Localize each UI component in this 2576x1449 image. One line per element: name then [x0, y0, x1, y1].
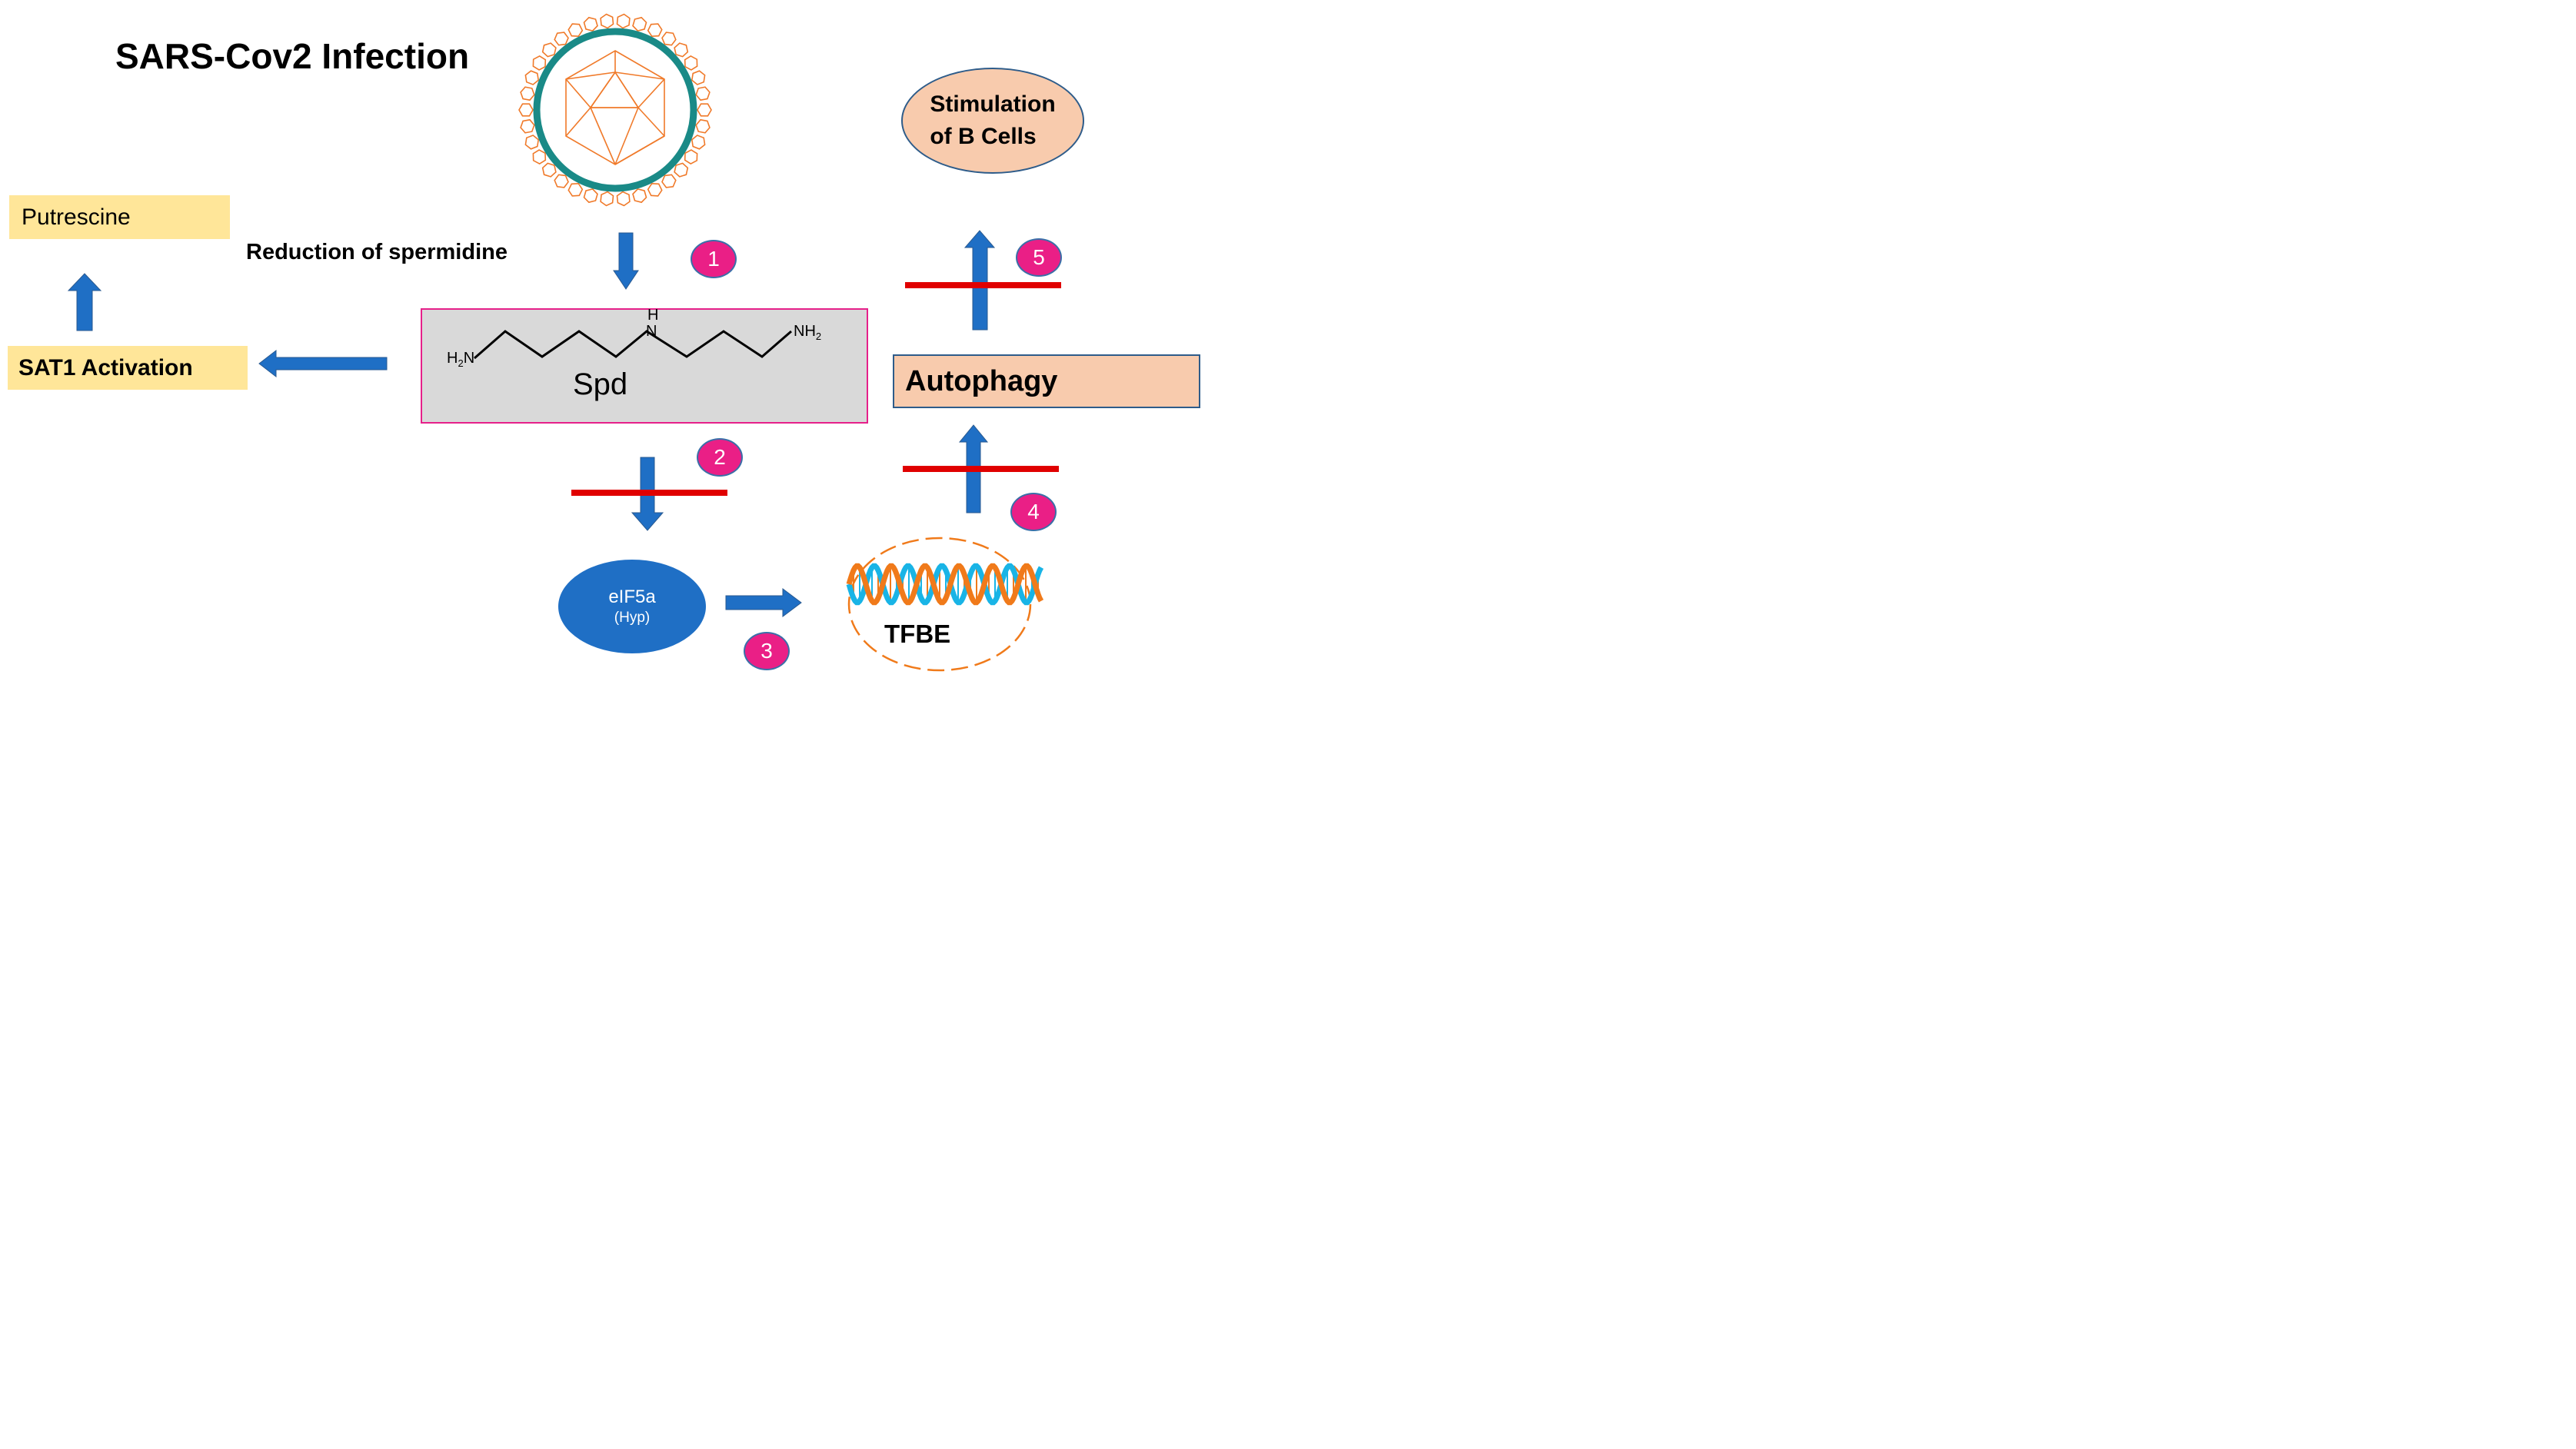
virus-spike — [567, 23, 584, 38]
virus-spike — [684, 55, 698, 71]
virus-spike — [600, 13, 614, 29]
dna-strand — [846, 563, 1044, 606]
virus-spike — [647, 23, 663, 38]
nucleus-outline-icon — [847, 537, 1032, 672]
virus-spike — [518, 103, 534, 117]
virus-spike — [600, 191, 614, 207]
stimulation-of-b-cells-ellipse: Stimulation of B Cells — [901, 68, 1084, 174]
virus-spike — [691, 135, 706, 150]
pathway-diagram: SARS-Cov2 Infection 1 2 3 4 5 Putrescine… — [0, 0, 1206, 680]
step-badge-4: 4 — [1010, 493, 1057, 531]
inhibition-bar-4 — [903, 466, 1059, 472]
virus-spike — [524, 70, 540, 85]
arrow-eif5a-to-tfbe — [725, 588, 802, 617]
amine-n-label: N — [646, 323, 657, 340]
virus-spike — [616, 191, 631, 207]
virus-spike — [632, 16, 647, 32]
inhibition-bar-5 — [905, 282, 1061, 288]
arrow-spd-to-sat1 — [258, 349, 388, 378]
b-cells-line-1: Stimulation — [930, 91, 1056, 117]
virus-spike — [674, 162, 689, 178]
virus-spike — [697, 103, 712, 117]
putrescine-label: Putrescine — [22, 204, 131, 230]
step-badge-3: 3 — [744, 632, 790, 670]
virus-spike — [674, 42, 689, 58]
virus-spike — [554, 174, 569, 188]
virus-spike — [647, 182, 663, 197]
virus-spike — [532, 149, 547, 165]
sat1-activation-label: SAT1 Activation — [18, 354, 193, 381]
virus-spike — [532, 55, 547, 71]
arrow-sat1-to-putrescine — [67, 273, 102, 331]
spermidine-structure — [474, 330, 792, 360]
virus-spike — [583, 188, 598, 204]
virus-spike — [554, 32, 569, 46]
spermidine-box — [421, 308, 868, 424]
inhibition-bar-2 — [571, 490, 727, 496]
virus-spike — [616, 13, 631, 29]
autophagy-label: Autophagy — [905, 364, 1058, 397]
virus-spike — [684, 149, 698, 165]
virus-spike — [661, 174, 677, 188]
virus-spike — [567, 182, 584, 197]
virus-spike — [691, 70, 706, 85]
virus-spike — [520, 118, 535, 134]
amine-h-label: H — [647, 307, 659, 324]
eif5a-ellipse: eIF5a (Hyp) — [558, 560, 706, 653]
eif5a-hyp-label: (Hyp) — [614, 610, 651, 626]
dna-helix-icon — [846, 537, 1044, 672]
sat1-activation-box: SAT1 Activation — [8, 346, 248, 390]
b-cells-line-2: of B Cells — [930, 124, 1037, 149]
arrow-virus-to-spd — [613, 232, 639, 290]
diagram-title: SARS-Cov2 Infection — [115, 36, 470, 76]
autophagy-box: Autophagy — [893, 354, 1200, 408]
virus-spike — [541, 42, 557, 58]
virus-spike — [583, 16, 598, 32]
dna-strand — [846, 563, 1044, 606]
tfbe-label: TFBE — [884, 620, 951, 648]
nh2-label: NH2 — [794, 323, 822, 342]
putrescine-box: Putrescine — [9, 195, 230, 239]
step-badge-2: 2 — [697, 438, 743, 477]
eif5a-label: eIF5a — [608, 587, 656, 607]
virus-spike — [520, 86, 535, 101]
virus-spike — [695, 118, 711, 134]
step-badge-1: 1 — [691, 240, 737, 278]
step-badge-5: 5 — [1016, 238, 1062, 277]
virus-icon — [518, 13, 712, 207]
spd-label: Spd — [573, 367, 628, 401]
arrow-autophagy-to-bcells — [964, 230, 996, 331]
arrows-layer — [67, 230, 1061, 617]
reduction-of-spermidine-label: Reduction of spermidine — [246, 240, 508, 264]
virus-spike — [524, 135, 540, 150]
virus-spike — [661, 32, 677, 46]
h2n-label: H2N — [447, 350, 475, 369]
virus-spike — [695, 86, 711, 101]
virus-spike — [632, 188, 647, 204]
virus-spike — [541, 162, 557, 178]
